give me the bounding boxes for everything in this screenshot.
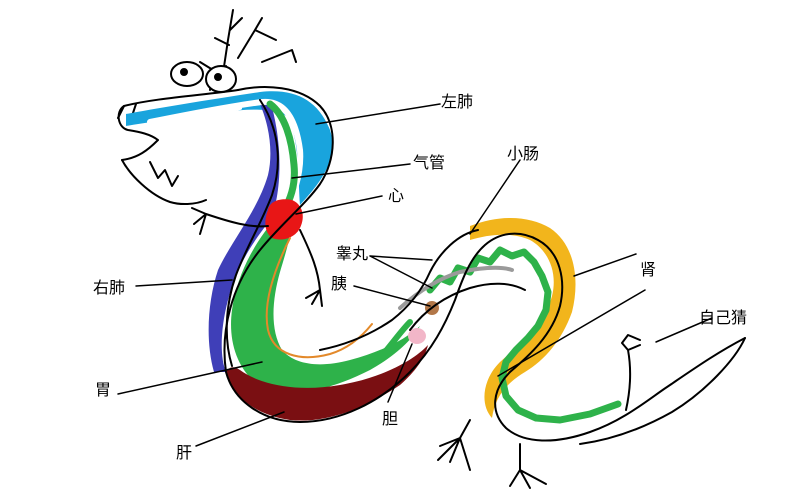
leader-kidney [573,253,637,277]
leader-lines [117,103,713,447]
label-right-lung: 右肺 [93,278,126,297]
gallbladder-blob [408,328,426,344]
label-liver: 肝 [176,443,193,462]
eyes [170,61,237,93]
leader-stomach [117,361,263,395]
kidney-region [470,217,576,418]
leader-trachea [291,163,411,179]
leader-heart [295,195,383,215]
label-gallbladder: 胆 [382,409,399,428]
small-intestine-wave [426,246,622,424]
label-testicle: 睾丸 [336,244,369,263]
trachea-green [266,100,298,214]
leader-small-intestine [469,159,521,235]
label-small-intestine: 小肠 [507,144,540,163]
label-left-lung: 左肺 [441,92,474,111]
label-pancreas: 胰 [331,274,348,293]
right-lung-region [208,100,280,372]
label-stomach: 胃 [95,380,112,399]
leader-self-guess-2 [497,289,646,377]
body-outline [191,86,746,445]
leader-left-lung [315,103,441,125]
leader-right-lung [135,279,233,287]
head-outline [117,89,239,206]
leader-gallbladder [387,343,413,403]
leader-liver [195,411,285,447]
heart-region [265,199,303,240]
label-trachea: 气管 [413,153,446,172]
label-heart: 心 [388,186,405,205]
leader-pancreas [353,285,431,307]
feet [437,419,547,489]
orange-vessel [265,237,373,359]
label-self-guess: 自己猜 [699,308,748,327]
green-lower [382,319,413,355]
liver-region [226,345,428,421]
leader-testicle [369,255,433,289]
leader-self-guess [655,317,713,343]
light-blue-strip [134,106,242,130]
label-kidney: 肾 [640,260,657,279]
